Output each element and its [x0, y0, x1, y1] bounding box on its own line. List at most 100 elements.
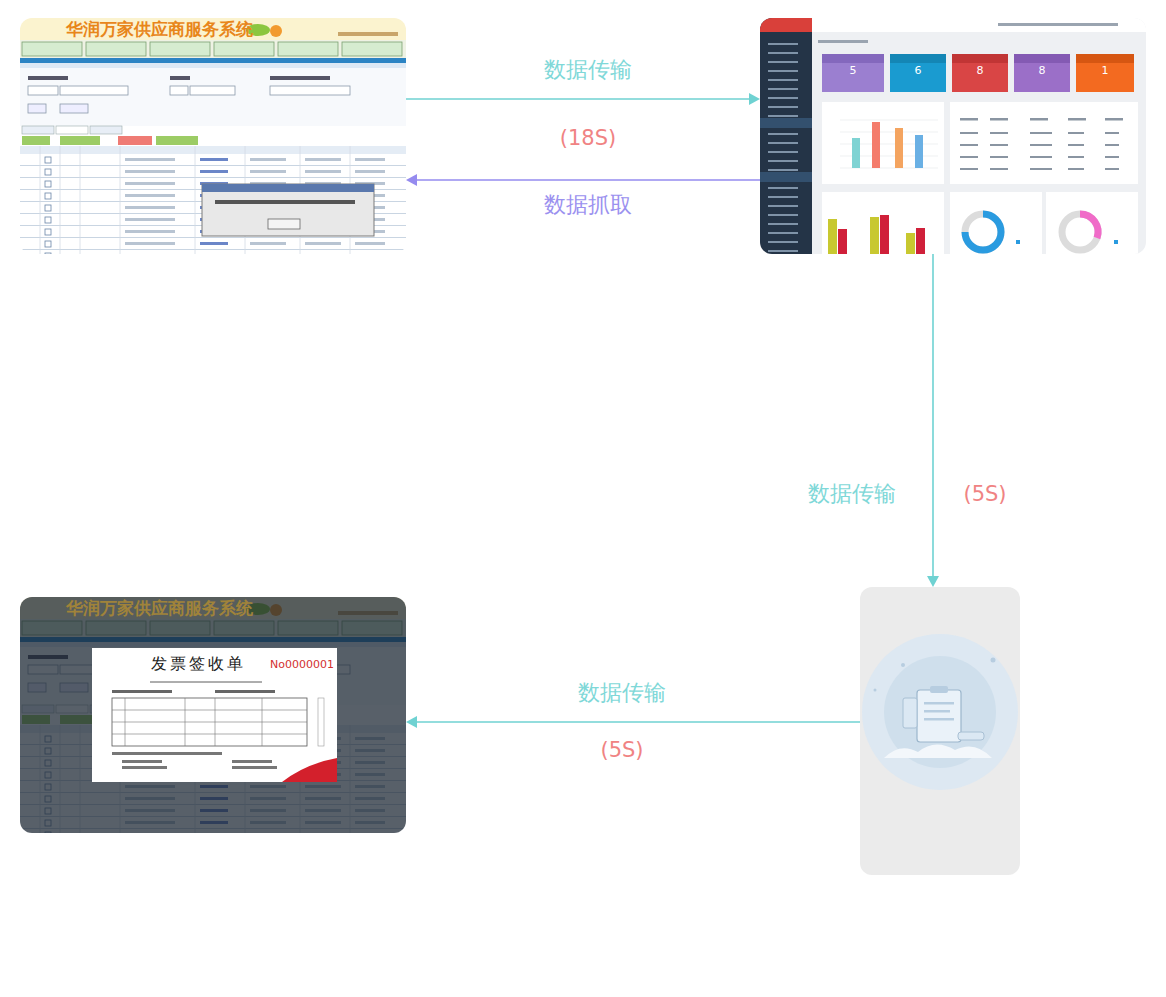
art-rect: [822, 192, 944, 254]
art-g: [960, 118, 1123, 170]
edge-label: 数据传输: [544, 57, 632, 82]
art-rect: [1014, 54, 1070, 92]
arrow-head: [406, 716, 417, 728]
art-rect: [950, 192, 1042, 254]
art-rect: [1030, 118, 1048, 121]
art-rect: [92, 648, 337, 782]
art-rect: [838, 229, 847, 254]
art-rect: [952, 54, 1008, 63]
art-rect: [960, 168, 978, 170]
phone-device: [860, 587, 1020, 875]
art-g: [840, 120, 938, 168]
art-rect: [872, 122, 880, 168]
art-rect: [958, 732, 984, 740]
art-line: [262, 698, 263, 746]
arrow-head: [406, 174, 417, 186]
art-rect: [215, 690, 275, 693]
art-rect: [1014, 54, 1070, 63]
art-path: [282, 758, 337, 782]
art-rect: [122, 760, 162, 763]
arrow-line: [932, 254, 934, 578]
flow-arrow: [927, 254, 939, 587]
art-rect: [880, 215, 889, 254]
art-rect: [915, 135, 923, 168]
art-circle: [874, 689, 877, 692]
art-line: [185, 698, 186, 746]
art-rect: [828, 219, 837, 254]
art-rect: [990, 168, 1008, 170]
art-circle: [965, 214, 1001, 250]
art-rect: [1105, 156, 1119, 158]
art-rect: [232, 766, 277, 769]
art-g: [112, 698, 307, 746]
art-rect: [990, 156, 1008, 158]
art-line: [112, 734, 307, 735]
art-rect: [232, 760, 272, 763]
art-line: [125, 698, 126, 746]
edge-label: 数据传输: [808, 481, 896, 506]
art-rect: [1030, 168, 1052, 170]
stat-number: 1: [1102, 65, 1109, 78]
art-line: [840, 120, 938, 121]
art-rect: [924, 718, 954, 721]
art-rect: [903, 698, 917, 728]
art-rect: [1068, 156, 1084, 158]
arrow-head: [927, 576, 939, 587]
art-rect: [1068, 132, 1084, 134]
invoice-title: 发票签收单: [151, 655, 246, 673]
art-rect: [960, 144, 978, 146]
art-use: [20, 18, 406, 254]
art-rect: [1076, 54, 1134, 63]
art-rect: [1068, 144, 1084, 146]
art-rect: [822, 102, 944, 184]
art-rect: [1030, 144, 1052, 146]
stat-number: 8: [1039, 65, 1046, 78]
stat-number: 6: [915, 65, 922, 78]
art-rect: [812, 18, 1146, 32]
art-rect: [917, 690, 961, 742]
art-rect: [924, 710, 950, 713]
art-rect: [760, 18, 812, 254]
art-circle: [884, 656, 996, 768]
art-circle: [862, 634, 1018, 790]
art-rect: [960, 132, 978, 134]
invoice-screen: 华润万家供应商服务系统发票签收单No0000001: [20, 597, 406, 833]
art-rect: [112, 698, 307, 746]
art-rect: [895, 128, 903, 168]
art-rect: [1068, 168, 1084, 170]
art-line: [840, 132, 938, 133]
art-rect: [990, 144, 1008, 146]
art-rect: [852, 138, 860, 168]
art-path: [1080, 214, 1098, 238]
art-rect: [1105, 132, 1119, 134]
art-rect: [760, 40, 812, 254]
duration-label: (18S): [560, 126, 616, 150]
art-rect: [268, 219, 300, 229]
art-rect: [1016, 240, 1020, 244]
art-rect: [818, 40, 868, 43]
system-title: 华润万家供应商服务系统: [66, 20, 253, 40]
art-rect: [1114, 240, 1118, 244]
edge-label: 数据传输: [578, 680, 666, 705]
art-rect: [1105, 144, 1119, 146]
stat-number: 8: [977, 65, 984, 78]
flow-arrow: [406, 716, 860, 728]
art-rect: [1030, 132, 1052, 134]
invoice-sheet: [92, 648, 337, 782]
art-rect: [20, 597, 406, 833]
duration-label: (5S): [963, 482, 1006, 506]
art-rect: [760, 18, 812, 32]
art-line: [112, 722, 307, 723]
arrow-line: [415, 721, 860, 723]
phone-illustration: [860, 587, 1020, 875]
art-rect: [960, 118, 978, 121]
arrow-head: [749, 93, 760, 105]
art-rect: [930, 686, 948, 693]
art-rect: [990, 132, 1008, 134]
art-rect: [215, 200, 355, 204]
art-rect: [760, 172, 812, 182]
art-rect: [998, 23, 1118, 26]
art-circle: [991, 658, 996, 663]
art-rect: [822, 54, 884, 63]
art-rect: [760, 18, 1146, 254]
